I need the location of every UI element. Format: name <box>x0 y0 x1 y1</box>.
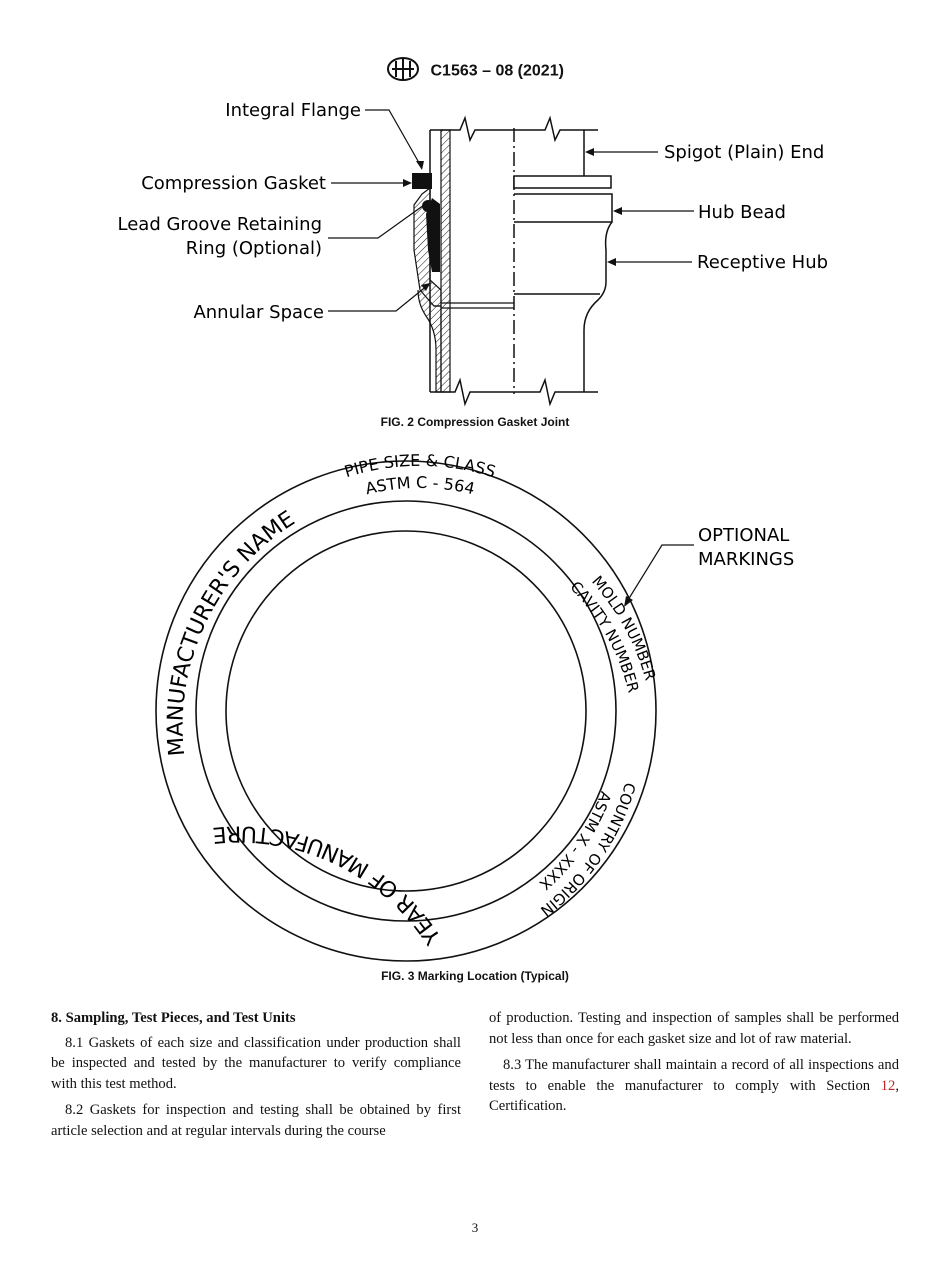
marking-location-diagram: PIPE SIZE & CLASS ASTM C - 564 MANUFACTU… <box>155 451 794 962</box>
ring-year: YEAR OF MANUFACTURE <box>212 821 447 950</box>
gasket-outer-edge <box>155 460 657 962</box>
astm-logo-icon <box>386 56 420 87</box>
fig2-caption: FIG. 2 Compression Gasket Joint <box>380 415 570 429</box>
ring-country: COUNTRY OF ORIGIN <box>537 781 639 920</box>
gasket-inner-edge <box>225 530 587 892</box>
label-annular-space: Annular Space <box>193 302 324 323</box>
label-optional-2: MARKINGS <box>698 549 794 570</box>
paragraph-8-1: 8.1 Gaskets of each size and classificat… <box>51 1034 461 1092</box>
page-number: 3 <box>471 1220 479 1235</box>
label-lead-groove-2: Ring (Optional) <box>186 238 322 259</box>
label-spigot-end: Spigot (Plain) End <box>664 142 824 163</box>
label-integral-flange: Integral Flange <box>225 100 361 121</box>
page-header: C1563 – 08 (2021) <box>0 56 950 87</box>
paragraph-8-3: 8.3 The manufacturer shall maintain a re… <box>489 1057 899 1114</box>
right-column: of production. Testing and inspection of… <box>489 1008 899 1123</box>
label-receptive-hub: Receptive Hub <box>697 252 828 273</box>
compression-gasket-joint-diagram: Integral Flange Compression Gasket Lead … <box>118 100 828 407</box>
paragraph-8-2-continued: of production. Testing and inspection of… <box>489 1010 899 1047</box>
section-heading: 8. Sampling, Test Pieces, and Test Units <box>51 1010 296 1026</box>
section-12-link[interactable]: 12 <box>880 1077 896 1094</box>
label-optional-1: OPTIONAL <box>698 525 789 546</box>
ring-astm-c564: ASTM C - 564 <box>363 473 476 498</box>
label-compression-gasket: Compression Gasket <box>141 173 326 194</box>
gasket-middle-edge <box>195 500 617 922</box>
fig3-caption: FIG. 3 Marking Location (Typical) <box>381 969 569 983</box>
document-code: C1563 – 08 (2021) <box>430 62 564 80</box>
label-lead-groove-1: Lead Groove Retaining <box>118 214 323 235</box>
label-hub-bead: Hub Bead <box>698 202 786 223</box>
left-column: 8. Sampling, Test Pieces, and Test Units… <box>51 1008 461 1147</box>
paragraph-8-2: 8.2 Gaskets for inspection and testing s… <box>51 1102 461 1139</box>
